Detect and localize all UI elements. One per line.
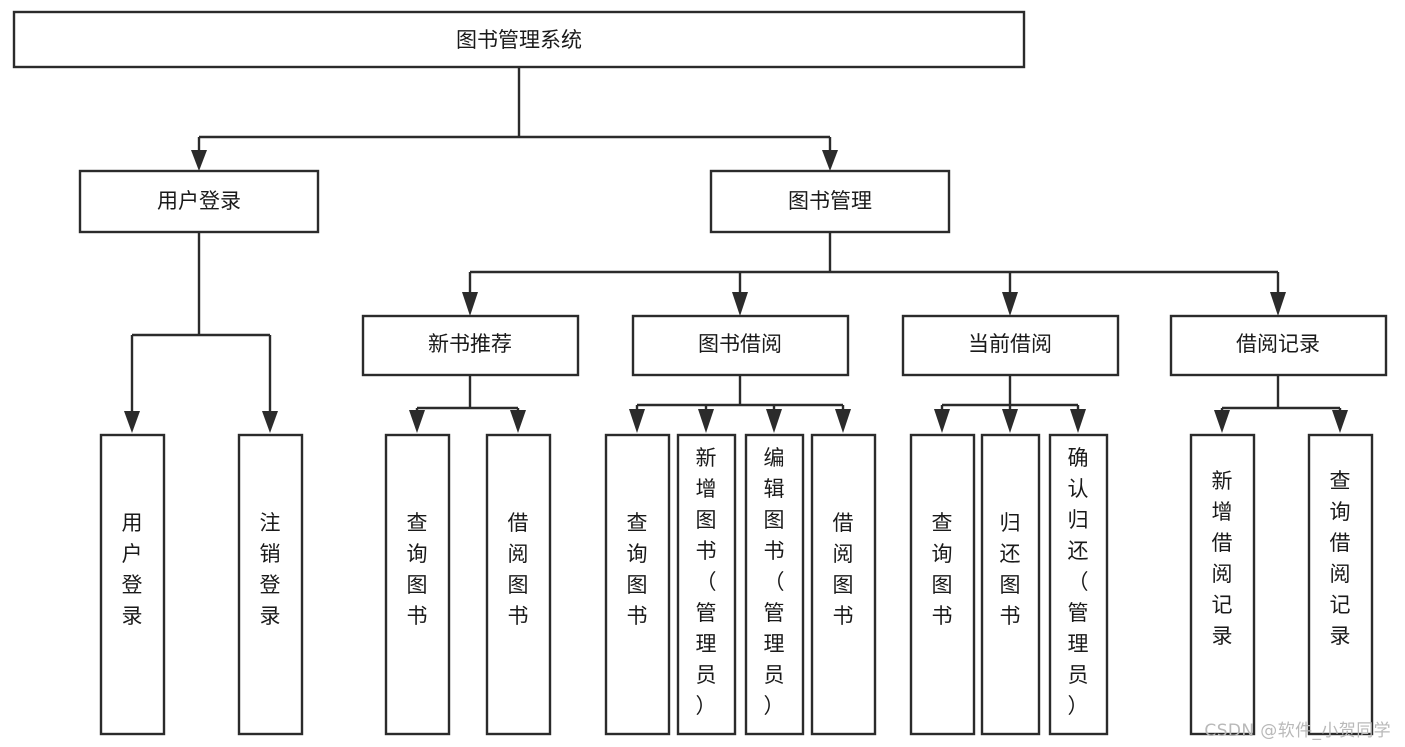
node-leaf-query-book-borrow-label: 查询图书 xyxy=(627,511,648,628)
node-leaf-confirm-return-label: 确认归还（管理员） xyxy=(1068,446,1089,718)
node-leaf-query-book-rec-label: 查询图书 xyxy=(407,511,428,628)
arrow-head-user-login xyxy=(191,150,207,171)
arrow-head-leaf-borrow-book xyxy=(835,409,851,433)
node-leaf-add-book-box[interactable] xyxy=(676,433,737,736)
node-leaf-query-record[interactable]: 查询借阅记录 xyxy=(1307,433,1374,736)
node-book-manage-box[interactable] xyxy=(709,169,951,234)
arrow-head-leaf-logout xyxy=(262,411,278,433)
node-leaf-return-book-box[interactable] xyxy=(980,433,1041,736)
node-user-login-box[interactable] xyxy=(78,169,320,234)
node-leaf-query-book-rec[interactable]: 查询图书 xyxy=(384,433,451,736)
arrow-head-leaf-edit-book xyxy=(766,409,782,433)
node-leaf-borrow-book-rec[interactable]: 借阅图书 xyxy=(485,433,552,736)
node-leaf-query-book-borrow[interactable]: 查询图书 xyxy=(604,433,671,736)
node-book-borrow-label: 图书借阅 xyxy=(698,332,782,356)
arrow-head-leaf-return-book xyxy=(1002,409,1018,433)
arrow-head-new-book-recommend xyxy=(462,292,478,316)
node-leaf-query-book-cur[interactable]: 查询图书 xyxy=(909,433,976,736)
node-leaf-add-record[interactable]: 新增借阅记录 xyxy=(1189,433,1256,736)
node-leaf-user-login-box[interactable] xyxy=(99,433,166,736)
node-leaf-query-record-label: 查询借阅记录 xyxy=(1330,469,1351,648)
arrow-head-leaf-confirm-return xyxy=(1070,409,1086,433)
arrow-head-leaf-add-book xyxy=(698,409,714,433)
arrow-head-leaf-add-record xyxy=(1214,410,1230,433)
arrow-head-borrow-record xyxy=(1270,292,1286,316)
node-leaf-return-book[interactable]: 归还图书 xyxy=(980,433,1041,736)
node-leaf-edit-book-label: 编辑图书（管理员） xyxy=(764,446,785,718)
node-leaf-borrow-book[interactable]: 借阅图书 xyxy=(810,433,877,736)
node-leaf-borrow-book-label: 借阅图书 xyxy=(833,511,854,628)
node-root-label: 图书管理系统 xyxy=(456,28,582,52)
node-leaf-query-book-rec-box[interactable] xyxy=(384,433,451,736)
node-current-borrow[interactable]: 当前借阅 xyxy=(901,314,1120,377)
arrow-head-leaf-query-book-cur xyxy=(934,409,950,433)
node-root[interactable]: 图书管理系统 xyxy=(12,10,1026,69)
node-user-login-label: 用户登录 xyxy=(157,189,241,213)
node-leaf-logout[interactable]: 注销登录 xyxy=(237,433,304,736)
arrow-head-book-borrow xyxy=(732,292,748,316)
node-new-book-recommend[interactable]: 新书推荐 xyxy=(361,314,580,377)
node-user-login[interactable]: 用户登录 xyxy=(78,169,320,234)
node-new-book-recommend-label: 新书推荐 xyxy=(428,332,512,356)
node-leaf-query-book-cur-box[interactable] xyxy=(909,433,976,736)
node-leaf-add-record-label: 新增借阅记录 xyxy=(1212,469,1233,648)
node-leaf-add-book-label: 新增图书（管理员） xyxy=(696,446,717,718)
node-leaf-borrow-book-rec-box[interactable] xyxy=(485,433,552,736)
node-leaf-logout-label: 注销登录 xyxy=(260,511,281,628)
node-current-borrow-label: 当前借阅 xyxy=(968,332,1052,356)
node-leaf-borrow-book-rec-label: 借阅图书 xyxy=(508,511,529,628)
node-leaf-edit-book-box[interactable] xyxy=(744,433,805,736)
node-leaf-edit-book[interactable]: 编辑图书（管理员） xyxy=(744,433,805,736)
node-book-borrow-box[interactable] xyxy=(631,314,850,377)
arrow-head-current-borrow xyxy=(1002,292,1018,316)
node-leaf-return-book-label: 归还图书 xyxy=(1000,511,1021,628)
node-leaf-user-login[interactable]: 用户登录 xyxy=(99,433,166,736)
arrow-head-leaf-query-book-borrow xyxy=(629,409,645,433)
node-book-borrow[interactable]: 图书借阅 xyxy=(631,314,850,377)
node-book-manage[interactable]: 图书管理 xyxy=(709,169,951,234)
node-root-box[interactable] xyxy=(12,10,1026,69)
node-leaf-query-record-box[interactable] xyxy=(1307,433,1374,736)
node-book-manage-label: 图书管理 xyxy=(788,189,872,213)
node-current-borrow-box[interactable] xyxy=(901,314,1120,377)
arrow-head-book-manage xyxy=(822,150,838,171)
node-borrow-record-label: 借阅记录 xyxy=(1236,332,1320,356)
node-leaf-confirm-return[interactable]: 确认归还（管理员） xyxy=(1048,433,1109,736)
node-leaf-query-book-cur-label: 查询图书 xyxy=(932,511,953,628)
connector-layer xyxy=(124,67,1348,433)
node-leaf-add-record-box[interactable] xyxy=(1189,433,1256,736)
node-leaf-confirm-return-box[interactable] xyxy=(1048,433,1109,736)
node-leaf-borrow-book-box[interactable] xyxy=(810,433,877,736)
node-leaf-add-book[interactable]: 新增图书（管理员） xyxy=(676,433,737,736)
arrow-head-leaf-query-book-rec xyxy=(409,410,425,433)
arrow-head-leaf-borrow-book-rec xyxy=(510,410,526,433)
node-leaf-query-book-borrow-box[interactable] xyxy=(604,433,671,736)
node-leaf-logout-box[interactable] xyxy=(237,433,304,736)
arrow-head-leaf-query-record xyxy=(1332,410,1348,433)
arrow-head-leaf-user-login xyxy=(124,411,140,433)
node-borrow-record-box[interactable] xyxy=(1169,314,1388,377)
node-borrow-record[interactable]: 借阅记录 xyxy=(1169,314,1388,377)
node-new-book-recommend-box[interactable] xyxy=(361,314,580,377)
node-leaf-user-login-label: 用户登录 xyxy=(122,511,143,628)
